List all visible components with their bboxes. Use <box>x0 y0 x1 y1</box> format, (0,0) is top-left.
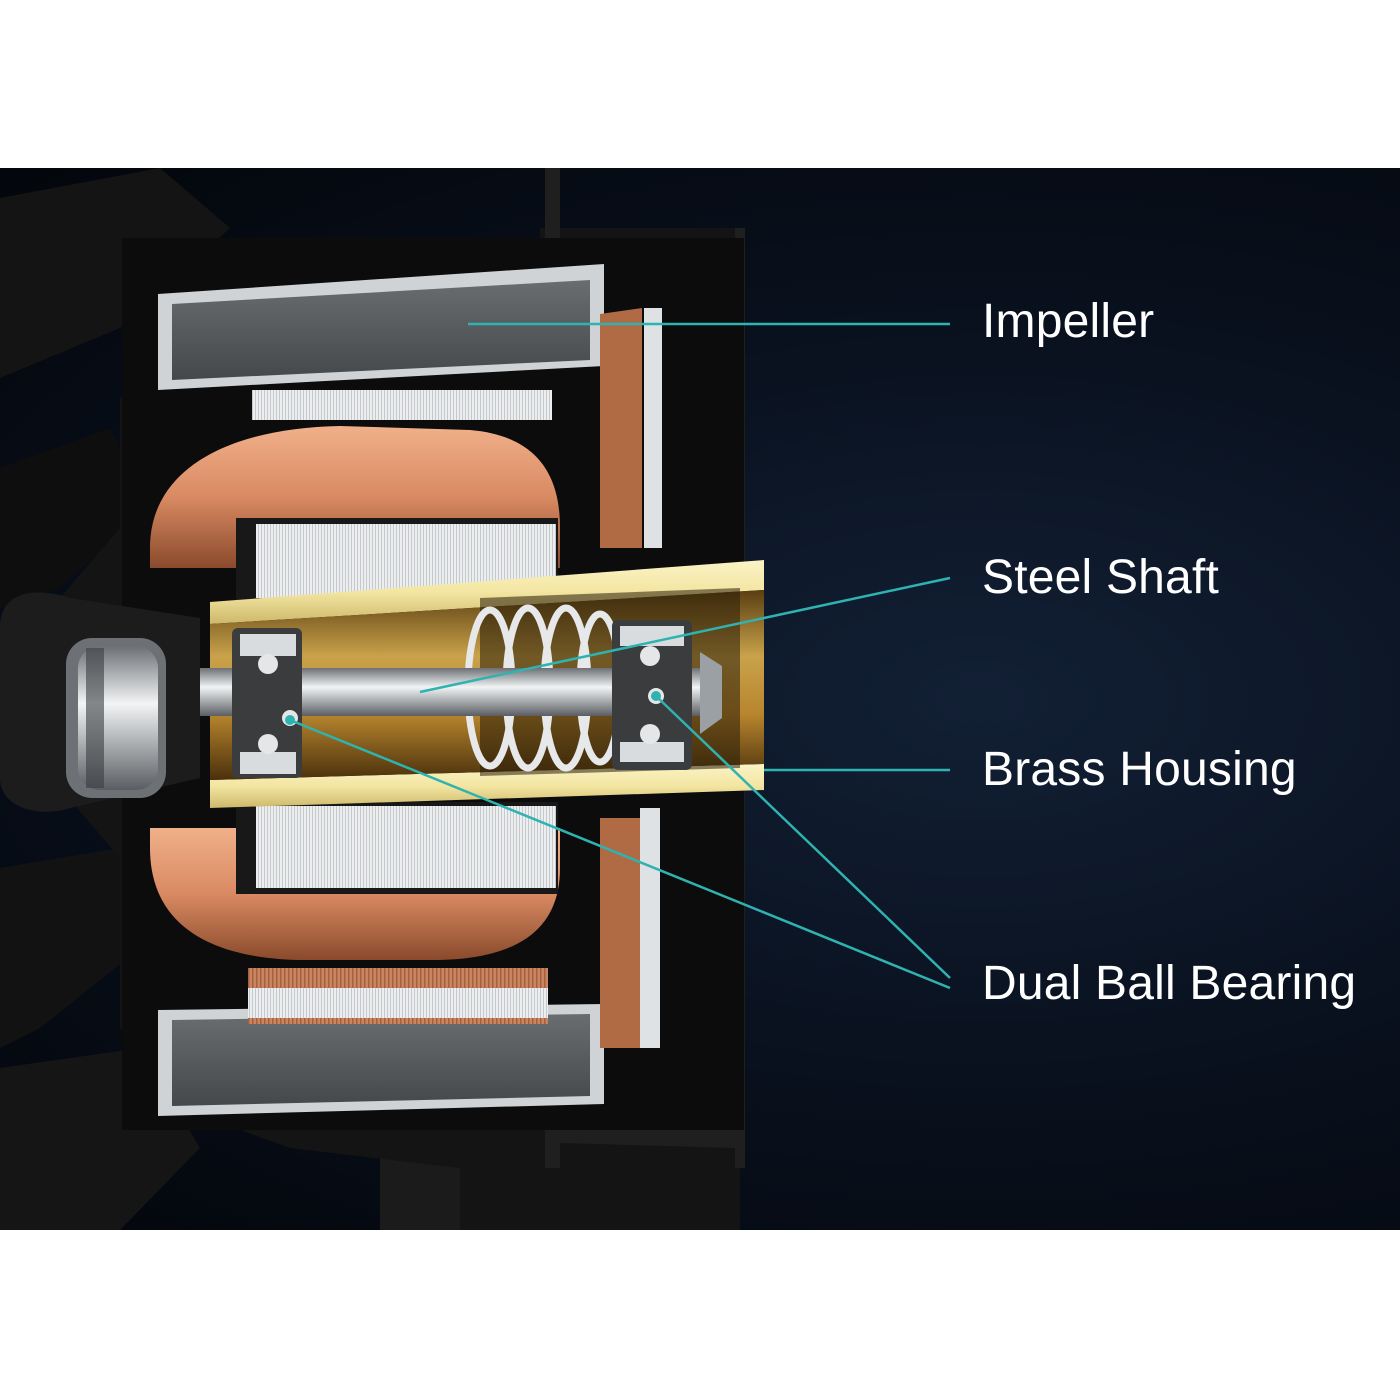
shaft-cap <box>0 592 200 812</box>
fan-blades <box>0 168 480 1230</box>
brass-housing-label: Brass Housing <box>982 743 1297 796</box>
steel-shaft-label: Steel Shaft <box>982 551 1220 604</box>
impeller-magnets <box>158 264 604 1116</box>
leader-lines <box>285 322 951 990</box>
motor-cutaway-diagram: Impeller Steel Shaft Brass Housing Dual … <box>0 168 1400 1230</box>
thin-laminations <box>248 390 552 1024</box>
impeller-label: Impeller <box>982 295 1155 348</box>
bearing-left <box>232 628 302 778</box>
steel-shaft-leader-line <box>419 576 951 694</box>
bearing-leader-line-right <box>655 695 951 979</box>
dual-ball-bearing-label: Dual Ball Bearing <box>982 957 1357 1010</box>
bearing-leader-line-left <box>289 718 951 990</box>
motor-illustration <box>0 168 951 1230</box>
